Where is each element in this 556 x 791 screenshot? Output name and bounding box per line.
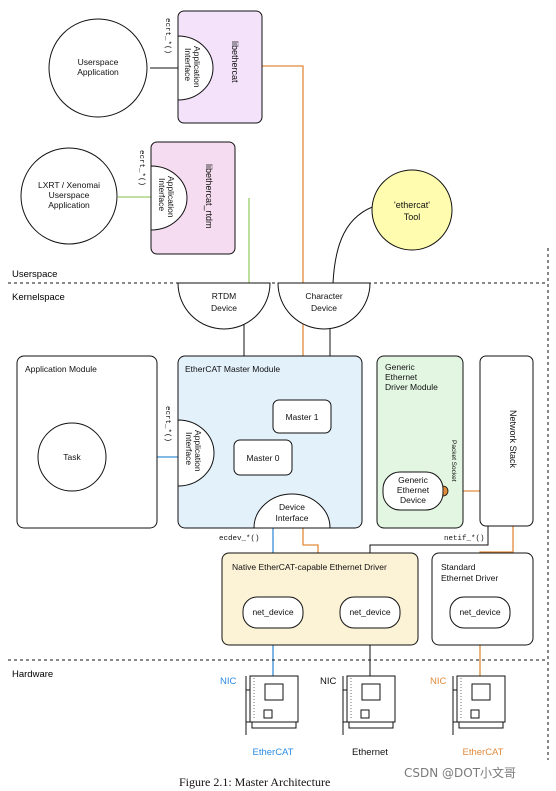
ecdev-label: ecdev_*() [219,535,260,543]
rtdm-device-label-1: RTDM [212,291,236,301]
net-device-3 [449,596,511,629]
orange-connector-libethercat [262,65,304,283]
generic-driver-label-1: Generic [385,362,416,372]
nic-1-label: NIC [220,676,237,687]
app-interface-1-line1: Application [192,46,202,88]
character-device-label-2: Device [311,303,337,313]
nic-2-port-icon [360,709,370,719]
lxrt-label-2: Userspace [49,190,90,200]
ethercat-master-module-label: EtherCAT Master Module [185,364,280,374]
lxrt-label-1: LXRT / Xenomai [38,180,100,190]
task-label: Task [63,452,81,462]
application-interface-1 [177,35,214,101]
hardware-label: Hardware [12,669,53,680]
net-device-2 [339,596,401,629]
generic-device-label-2: Ethernet [397,485,430,495]
nic-card-3 [452,675,506,735]
nic-card-2 [342,675,396,735]
userspace-application-node [48,18,148,118]
ecrt-label-1: ecrt_*() [163,18,171,54]
device-interface-label-1: Device [279,502,305,512]
generic-device-label-3: Device [400,495,426,505]
generic-driver-label-3: Driver Module [385,382,438,392]
net-device-2-label: net_device [349,607,390,617]
nic-3-port-icon [470,709,480,719]
figure-caption: Figure 2.1: Master Architecture [179,775,330,789]
application-interface-2 [150,165,188,231]
userspace-application-label-2: Application [77,67,119,77]
net-device-3-label: net_device [459,607,500,617]
generic-device-label-1: Generic [398,475,429,485]
csdn-watermark: CSDN @DOT小文哥 [404,765,516,780]
app-interface-3-line1: Application [193,430,203,472]
standard-driver-label-2: Ethernet Driver [441,573,498,583]
task-node [37,422,107,492]
ecrt-label-2: ecrt_*() [137,150,145,186]
device-interface-label-2: Interface [275,513,308,523]
master-1-label: Master 1 [285,412,318,422]
ecrt-label-3: ecrt_*() [163,406,171,442]
application-interface-3 [177,419,215,487]
generic-driver-label-2: Ethernet [385,372,418,382]
userspace-label: Userspace [12,269,57,280]
libethercat-rtdm-label: libethercat_rtdm [204,164,214,229]
app-interface-2-line1: Application [166,176,176,218]
ethercat-tool-label-2: Tool [404,212,421,222]
rtdm-device-node [177,282,271,330]
nic-1-port-icon [263,709,273,719]
nic-card-1 [245,675,299,735]
standard-driver-label-1: Standard [441,562,476,572]
net-device-1 [242,596,304,629]
netif-label: netif_*() [444,535,485,543]
master-0-label: Master 0 [246,453,279,463]
packet-socket-label: Packet Socket [450,440,457,482]
character-device-node [277,282,371,330]
character-device-label-1: Character [305,291,342,301]
app-interface-2-line2: Interface [157,178,167,211]
app-interface-1-line2: Interface [183,48,193,81]
app-interface-3-line2: Interface [184,432,194,465]
lxrt-label-3: Application [48,200,90,210]
nic-1-port-label: EtherCAT [252,747,293,758]
connector-ethercat-tool [332,204,379,284]
network-stack-label: Network Stack [508,410,518,469]
userspace-application-label-1: Userspace [78,57,119,67]
nic-3-label: NIC [430,676,447,687]
nic-2-port-label: Ethernet [352,747,388,758]
master-1-box [272,399,332,434]
ethercat-tool-label-1: 'ethercat' [394,200,430,210]
application-module-label: Application Module [25,364,97,374]
master-0-box [233,439,293,476]
net-device-1-label: net_device [252,607,293,617]
lxrt-application-node [20,147,118,245]
device-interface-node [253,493,331,529]
packet-socket-port [442,485,449,497]
libethercat-label: libethercat [230,41,240,83]
rtdm-device-label-2: Device [211,303,237,313]
native-driver-label: Native EtherCAT-capable Ethernet Driver [232,562,387,572]
nic-3-port-label: EtherCAT [462,747,503,758]
nic-2-label: NIC [320,676,337,687]
kernelspace-label: Kernelspace [12,292,65,303]
network-stack-box [479,355,534,527]
ethercat-tool-node [371,169,453,251]
